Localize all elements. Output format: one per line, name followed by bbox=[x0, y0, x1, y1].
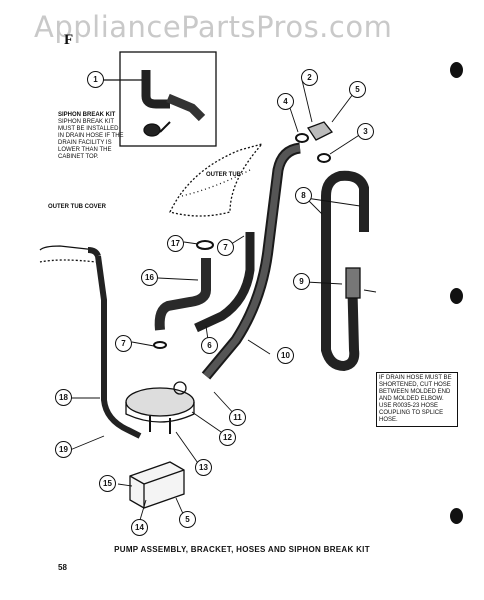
hose-18 bbox=[95, 255, 142, 439]
siphon-kit-body: Siphon break kit must be installed in dr… bbox=[58, 119, 124, 160]
page-number: 58 bbox=[58, 563, 67, 572]
callout-8: 8 bbox=[295, 187, 312, 204]
callout-9: 9 bbox=[293, 273, 310, 290]
callout-14: 14 bbox=[131, 519, 148, 536]
callout-16: 16 bbox=[141, 269, 158, 286]
callout-19: 19 bbox=[55, 441, 72, 458]
corner-mark: F bbox=[64, 32, 74, 48]
outer-tub-label: OUTER TUB bbox=[206, 172, 241, 178]
callout-13: 13 bbox=[195, 459, 212, 476]
outer-tub-cover bbox=[39, 245, 97, 251]
callout-1: 1 bbox=[87, 71, 104, 88]
callout-6: 6 bbox=[201, 337, 218, 354]
hose-8-upper bbox=[321, 170, 369, 240]
siphon-elbow bbox=[141, 70, 170, 109]
binder-hole-bottom bbox=[450, 508, 463, 524]
callout-10: 10 bbox=[277, 347, 294, 364]
hose-16 bbox=[154, 258, 211, 331]
callout-4: 4 bbox=[277, 93, 294, 110]
siphon-kit-title: SIPHON BREAK KIT bbox=[58, 112, 116, 118]
outer-tub bbox=[169, 142, 264, 217]
siphon-kit-box bbox=[119, 51, 217, 147]
callout-3: 3 bbox=[357, 123, 374, 140]
callout-17: 17 bbox=[167, 235, 184, 252]
callout-18: 18 bbox=[55, 389, 72, 406]
binder-hole-top bbox=[450, 62, 463, 78]
callout-12: 12 bbox=[219, 429, 236, 446]
hose-6 bbox=[194, 232, 255, 333]
siphon-kit-note: SIPHON BREAK KIT Siphon break kit must b… bbox=[58, 112, 124, 161]
hose-8-lower bbox=[321, 240, 360, 372]
watermark: AppliancePartsPros.com bbox=[34, 10, 393, 44]
callout-7-upper: 7 bbox=[217, 239, 234, 256]
drain-hose-note: IF DRAIN HOSE MUST BE SHORTENED, CUT HOS… bbox=[376, 372, 458, 427]
callout-11: 11 bbox=[229, 409, 246, 426]
bracket-14 bbox=[129, 461, 185, 509]
outer-tub-cover-label: OUTER TUB COVER bbox=[48, 204, 107, 210]
diagram-caption: PUMP ASSEMBLY, BRACKET, HOSES AND SIPHON… bbox=[114, 545, 370, 554]
callout-5: 5 bbox=[349, 81, 366, 98]
binder-hole-middle bbox=[450, 288, 463, 304]
callout-7-lower: 7 bbox=[115, 335, 132, 352]
callout-5-lower: 5 bbox=[179, 511, 196, 528]
callout-15: 15 bbox=[99, 475, 116, 492]
callout-2: 2 bbox=[301, 69, 318, 86]
